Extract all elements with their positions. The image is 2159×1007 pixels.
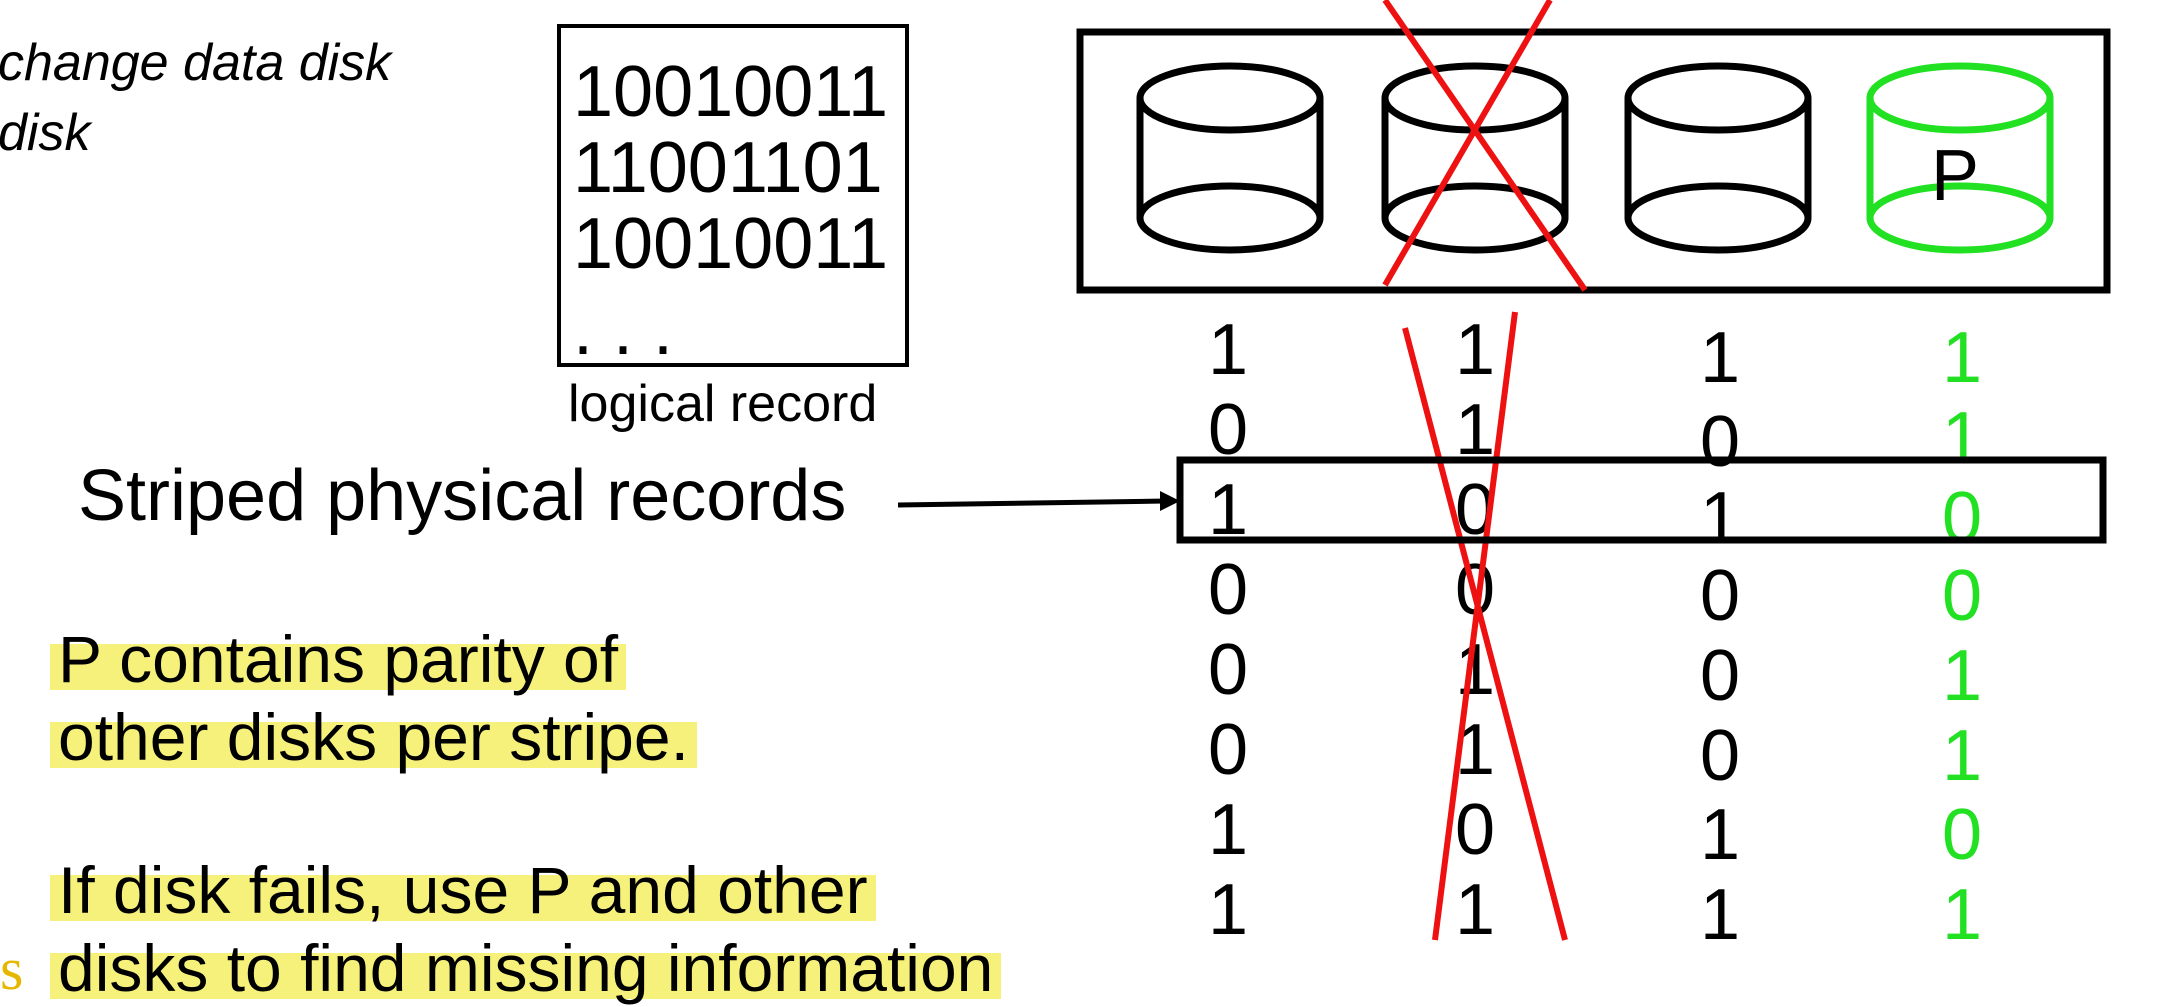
disk1-bit: 0	[1207, 550, 1249, 630]
stray-character: s	[0, 936, 24, 1002]
disk1-bit: 1	[1207, 870, 1249, 950]
disk3-bit: 1	[1699, 795, 1741, 875]
parity-bit: 0	[1941, 556, 1983, 636]
disk1-bit: 0	[1207, 710, 1249, 790]
record-ellipsis: . . .	[573, 290, 674, 370]
parity-bit: 0	[1941, 795, 1983, 875]
record-line: 11001101	[573, 128, 883, 208]
disk2-bit: 1	[1454, 310, 1496, 390]
column-failure-cross	[1402, 311, 1568, 941]
parity-disk-label: P	[1931, 136, 1979, 216]
parity-explanation-line-2: other disks per stripe.	[50, 700, 697, 774]
parity-bit: 1	[1941, 716, 1983, 796]
disk-failure-cross	[1382, 0, 1588, 292]
disk1-bit: 0	[1207, 630, 1249, 710]
striped-records-label: Striped physical records	[78, 456, 847, 536]
recovery-explanation-line-2: disks to find missing information	[50, 931, 1002, 1005]
parity-bit: 0	[1941, 478, 1983, 558]
disk2-bit: 0	[1454, 790, 1496, 870]
disk3-bit: 1	[1699, 318, 1741, 398]
parity-disk-icon	[1866, 62, 2054, 254]
parity-bit: 1	[1941, 398, 1983, 478]
stripe-arrow	[897, 491, 1180, 511]
record-line: 10010011	[573, 204, 888, 284]
logical-record-caption: logical record	[568, 375, 878, 433]
disk3-bit: 0	[1699, 402, 1741, 482]
parity-explanation: P contains parity of other disks per str…	[50, 620, 697, 776]
disk3-bit: 1	[1699, 478, 1741, 558]
disk3-bit: 0	[1699, 636, 1741, 716]
disk3-bit: 0	[1699, 556, 1741, 636]
logical-record-box: 10010011 11001101 10010011 . . .	[557, 24, 909, 370]
disk-3-icon	[1624, 62, 1812, 254]
note-line-1: change data disk	[0, 34, 392, 92]
disk2-bit: 1	[1454, 870, 1496, 950]
recovery-explanation-line-1: If disk fails, use P and other	[50, 853, 876, 927]
disk3-bit: 1	[1699, 875, 1741, 955]
record-line: 10010011	[573, 52, 888, 132]
disk-array-enclosure	[1076, 28, 2111, 294]
note-line-2: disk	[0, 104, 91, 162]
parity-bit: 1	[1941, 636, 1983, 716]
parity-explanation-line-1: P contains parity of	[50, 622, 627, 696]
parity-bit: 1	[1941, 875, 1983, 955]
disk1-bit: 1	[1207, 310, 1249, 390]
stripe-highlight-box	[1176, 456, 2107, 544]
disk3-bit: 0	[1699, 716, 1741, 796]
disk1-bit: 1	[1207, 790, 1249, 870]
parity-bit: 1	[1941, 318, 1983, 398]
recovery-explanation: If disk fails, use P and other disks to …	[50, 851, 1002, 1007]
disk-1-icon	[1136, 62, 1324, 254]
